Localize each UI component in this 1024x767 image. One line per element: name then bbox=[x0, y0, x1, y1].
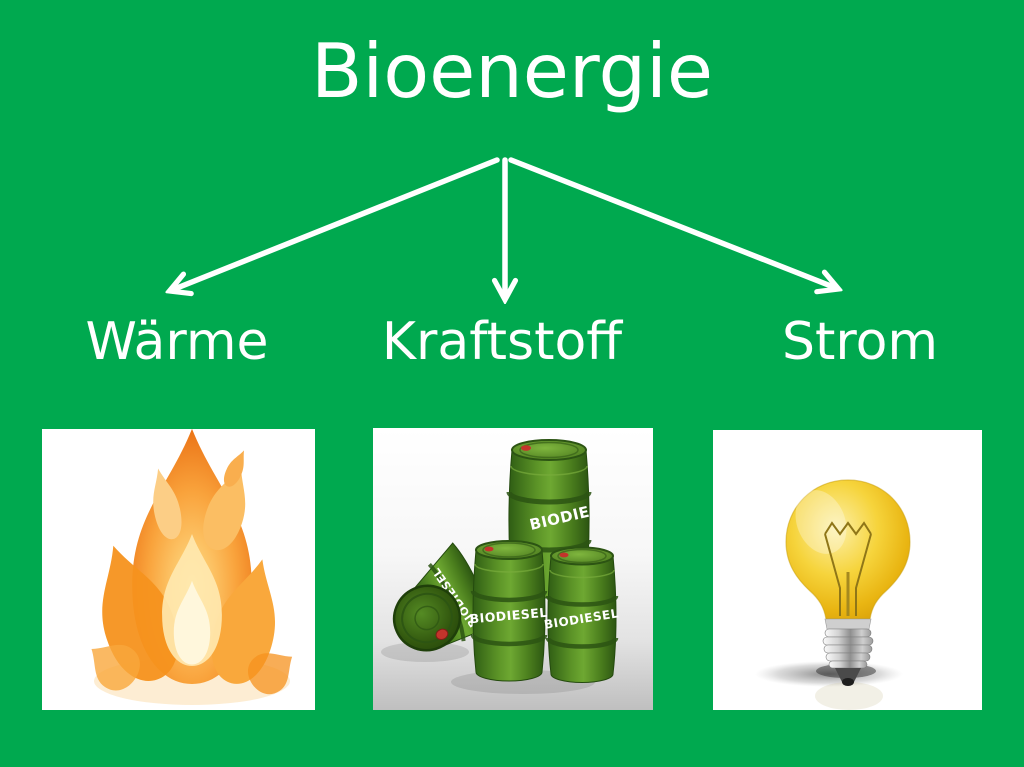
slide-title: Bioenergie bbox=[310, 27, 714, 115]
light-bulb-image bbox=[713, 430, 982, 710]
biodiesel-barrels-image: BIODIESEL BIODIESEL bbox=[373, 428, 653, 710]
flame-graphic bbox=[42, 429, 315, 710]
barrel-label-text: BIODIESEL bbox=[469, 605, 548, 627]
filament bbox=[824, 521, 872, 616]
arrow-to-strom bbox=[508, 157, 836, 288]
branch-label-kraftstoff: Kraftstoff bbox=[381, 312, 623, 372]
barrels-graphic: BIODIESEL BIODIESEL bbox=[373, 428, 653, 710]
light-bulb-graphic bbox=[713, 430, 982, 710]
barrel-front-right: BIODIESEL bbox=[543, 546, 620, 683]
branch-label-waerme: Wärme bbox=[85, 312, 269, 372]
bulb-shape bbox=[785, 479, 911, 686]
flame-shape bbox=[91, 429, 293, 695]
branch-label-strom: Strom bbox=[781, 312, 939, 372]
barrel-front-left: BIODIESEL bbox=[469, 540, 548, 682]
arrow-to-waerme bbox=[172, 157, 500, 290]
barrel-lying: BIODIESEL bbox=[392, 542, 491, 652]
screw-base bbox=[822, 628, 874, 669]
flame-image bbox=[42, 429, 315, 710]
